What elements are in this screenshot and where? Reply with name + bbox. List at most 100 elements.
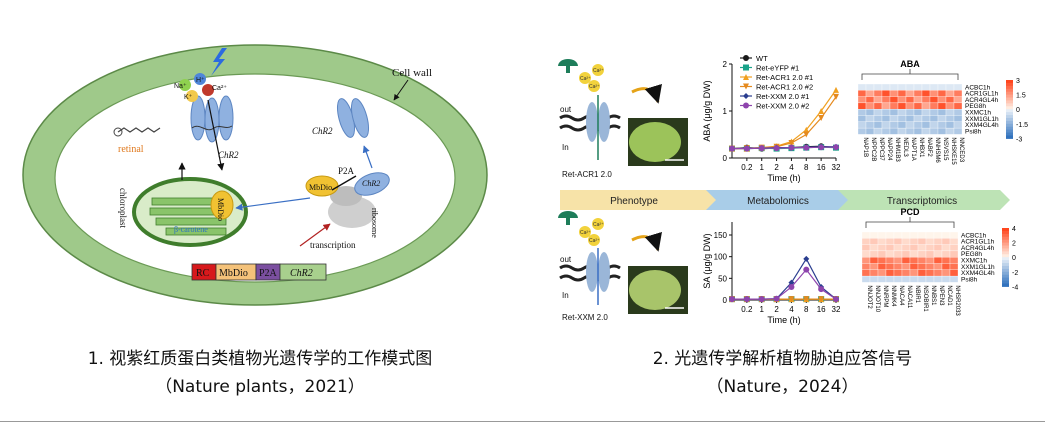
pcd-heatmap-cell bbox=[925, 231, 935, 239]
construct-segment-chr2 bbox=[279, 263, 327, 281]
chr2-ribosome-label: ChR2 bbox=[362, 179, 380, 188]
trafficking-arrow bbox=[362, 145, 373, 169]
aba-y-tick-label: 1 bbox=[723, 107, 728, 116]
pcd-colorbar-label: 4 bbox=[1012, 226, 1016, 233]
pcd-colorbar-segment bbox=[1002, 236, 1009, 241]
aba-heatmap-cell bbox=[945, 83, 955, 91]
aba-heatmap-cell bbox=[913, 90, 923, 97]
pcd-heatmap-cell bbox=[901, 269, 911, 277]
aba-heatmap-cell bbox=[953, 127, 963, 135]
bottom-ion-label-1: Ca²⁺ bbox=[593, 222, 604, 228]
pcd-heatmap-cell bbox=[869, 269, 879, 277]
pcd-heatmap-cell bbox=[885, 244, 895, 252]
aba-heatmap-cell bbox=[953, 102, 963, 110]
aba-gene-label: NAP1B bbox=[862, 137, 868, 157]
aba-colorbar-segment bbox=[1006, 115, 1013, 119]
aba-heatmap-cell bbox=[889, 115, 899, 122]
aba-heatmap-cell bbox=[905, 90, 915, 97]
ion-label-na: Na⁺ bbox=[174, 83, 187, 90]
aba-x-tick-label: 4 bbox=[789, 163, 794, 172]
pcd-heatmap-cell bbox=[917, 275, 927, 283]
aba-row-label: PEG8h bbox=[965, 103, 986, 110]
pcd-heatmap-cell bbox=[893, 231, 903, 239]
stage-transcriptomics bbox=[838, 190, 1010, 210]
pcd-heatmap-cell bbox=[885, 263, 895, 270]
aba-heatmap-cell bbox=[873, 127, 883, 135]
aba-heatmap-cell bbox=[953, 90, 963, 97]
pcd-gene-label: NNBS1 bbox=[930, 285, 936, 306]
bottom-curved-arrow bbox=[631, 231, 662, 252]
aba-heatmap-cell bbox=[873, 121, 883, 129]
sa-data-point bbox=[818, 286, 825, 293]
chloroplast bbox=[132, 177, 248, 247]
chr2-vesicle bbox=[336, 98, 370, 138]
aba-x-tick-label: 2 bbox=[774, 163, 779, 172]
pcd-heatmap-cell bbox=[877, 263, 887, 270]
aba-heatmap-cell bbox=[937, 109, 947, 116]
aba-heatmap-cell bbox=[929, 102, 939, 110]
aba-legend-marker bbox=[743, 102, 749, 109]
aba-heatmap-cell bbox=[953, 121, 963, 129]
aba-heatmap-cell bbox=[889, 96, 899, 104]
aba-gene-label: NPPC37 bbox=[878, 137, 884, 161]
top-ion-label-1: Ca²⁺ bbox=[593, 68, 604, 74]
pcd-heatmap-cell bbox=[933, 263, 943, 270]
pcd-gene-label: NNMK4 bbox=[890, 285, 896, 307]
sa-data-point bbox=[803, 266, 810, 273]
aba-heatmap-cell bbox=[865, 109, 875, 116]
pcd-heatmap-cell bbox=[869, 257, 879, 264]
aba-data-point bbox=[788, 144, 795, 151]
aba-x-axis-label: Time (h) bbox=[767, 173, 800, 183]
pcd-heatmap-cell bbox=[949, 269, 959, 277]
pcd-heatmap-cell bbox=[893, 244, 903, 252]
aba-colorbar-label: 3 bbox=[1016, 78, 1020, 85]
aba-heatmap-cell bbox=[937, 115, 947, 122]
aba-heatmap-cell bbox=[921, 109, 931, 116]
bottom-out-label: out bbox=[560, 255, 572, 264]
aba-colorbar-segment bbox=[1006, 132, 1013, 136]
sa-x-tick-label: 8 bbox=[804, 305, 809, 314]
aba-heatmap-cell bbox=[945, 121, 955, 129]
chloroplast-label: chloroplast bbox=[118, 188, 128, 228]
sa-x-tick-label: 16 bbox=[817, 305, 826, 314]
aba-y-tick-label: 2 bbox=[723, 60, 728, 69]
light-bolt-icon bbox=[211, 48, 227, 76]
aba-heatmap-cell bbox=[945, 90, 955, 97]
aba-gene-label: NHBX1 bbox=[918, 137, 924, 158]
pcd-colorbar-label: 2 bbox=[1012, 241, 1016, 248]
aba-heatmap-cell bbox=[905, 83, 915, 91]
pcd-heatmap-cell bbox=[933, 244, 943, 252]
pcd-heatmap-cell bbox=[901, 238, 911, 245]
aba-heatmap-cell bbox=[913, 109, 923, 116]
pcd-heatmap-cell bbox=[925, 250, 935, 258]
sa-x-tick-label: 32 bbox=[832, 305, 841, 314]
pcd-heatmap-cell bbox=[909, 263, 919, 270]
aba-heatmap-cell bbox=[913, 102, 923, 110]
aba-colorbar-segment bbox=[1006, 94, 1013, 99]
aba-heatmap-cell bbox=[865, 90, 875, 97]
pcd-heatmap-cell bbox=[877, 269, 887, 277]
aba-legend-label: Ret-eYFP #1 bbox=[756, 64, 799, 73]
pcd-heatmap-cell bbox=[861, 263, 871, 270]
pcd-heatmap-cell bbox=[909, 231, 919, 239]
pcd-colorbar-segment bbox=[1002, 268, 1009, 273]
sa-x-tick-label: 1 bbox=[759, 305, 764, 314]
pcd-colorbar-label: -2 bbox=[1012, 270, 1018, 277]
aba-heatmap-cell bbox=[873, 83, 883, 91]
bottom-membrane bbox=[559, 248, 621, 305]
stage-label-metabolomics: Metabolomics bbox=[747, 196, 809, 207]
aba-gene-label: NAPT1A bbox=[910, 137, 916, 160]
aba-gene-label: NEDL3 bbox=[902, 137, 908, 157]
pcd-row-label: ACR4GL4h bbox=[961, 245, 995, 252]
aba-heatmap-cell bbox=[913, 115, 923, 122]
pcd-row-label: XXMC1h bbox=[961, 258, 987, 265]
sa-y-tick-label: 150 bbox=[714, 231, 728, 240]
stage-label-phenotype: Phenotype bbox=[610, 196, 658, 207]
aba-heatmap-cell bbox=[889, 102, 899, 110]
pcd-heatmap-cell bbox=[877, 244, 887, 252]
pcd-gene-label: NNJOT2 bbox=[866, 285, 872, 309]
transcription-label: transcription bbox=[310, 240, 356, 250]
top-in-label: In bbox=[562, 143, 569, 152]
pcd-heatmap-cell bbox=[861, 269, 871, 277]
aba-x-tick-label: 0.2 bbox=[741, 163, 753, 172]
